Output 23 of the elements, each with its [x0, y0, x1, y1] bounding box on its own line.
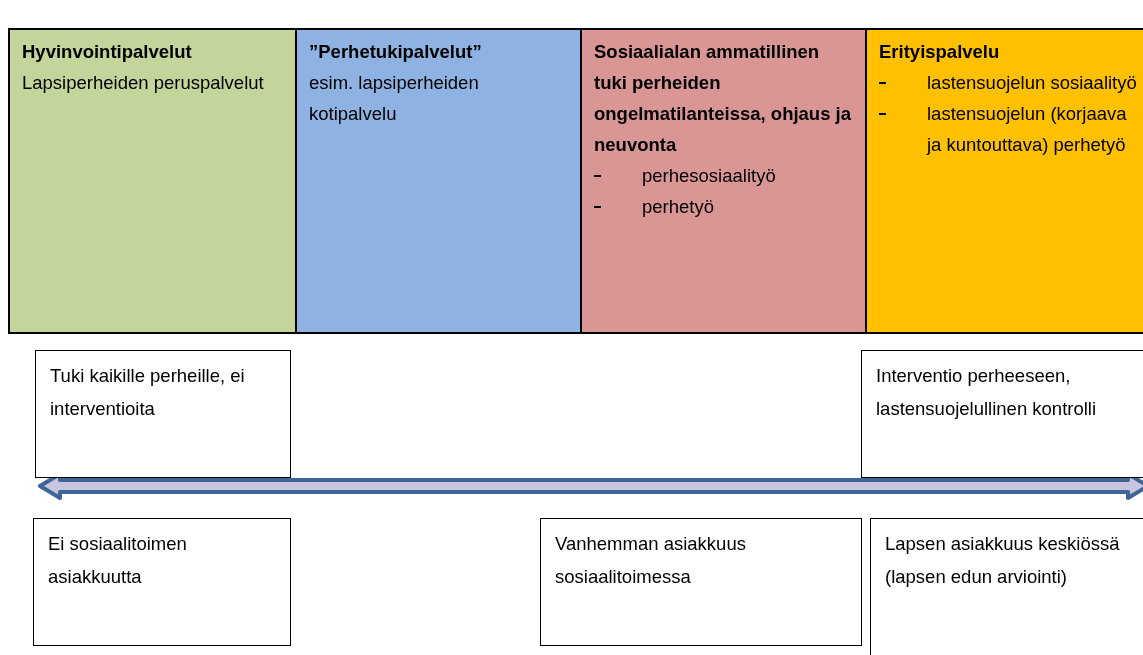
box-text: Tuki kaikille perheille, ei interventioita [50, 364, 246, 421]
box-text: Interventio perheeseen, lastensuojelullinen kontrolli [876, 364, 1098, 421]
column-heading: Erityispalvelu [879, 40, 1001, 64]
list-item-text: perhesosiaalityö [642, 165, 776, 186]
service-column [580, 28, 867, 334]
column-text: Lapsiperheiden peruspalvelut [22, 71, 265, 95]
text-box [861, 350, 1143, 478]
service-column [865, 28, 1143, 334]
text-box [540, 518, 862, 646]
text-box [33, 518, 291, 646]
box-text: Vanhemman asiakkuus sosiaalitoimessa [555, 532, 747, 589]
service-column [8, 28, 297, 334]
list-item-text: perhetyö [642, 196, 714, 217]
list-item-text: lastensuojelun sosiaalityö [927, 72, 1137, 93]
list-item-text: lastensuojelun (korjaava ja kuntouttava) perhetyö [927, 103, 1127, 155]
text-box [870, 518, 1143, 655]
service-column [295, 28, 582, 334]
box-text: Ei sosiaalitoimen asiakkuutta [48, 532, 188, 589]
column-heading: ”Perhetukipalvelut” [309, 40, 483, 64]
box-text: Lapsen asiakkuus keskiössä (lapsen edun arviointi) [885, 532, 1121, 589]
column-heading: Hyvinvointipalvelut [22, 40, 193, 64]
column-text: esim. lapsiperheiden kotipalvelu [309, 71, 480, 126]
text-box [35, 350, 291, 478]
